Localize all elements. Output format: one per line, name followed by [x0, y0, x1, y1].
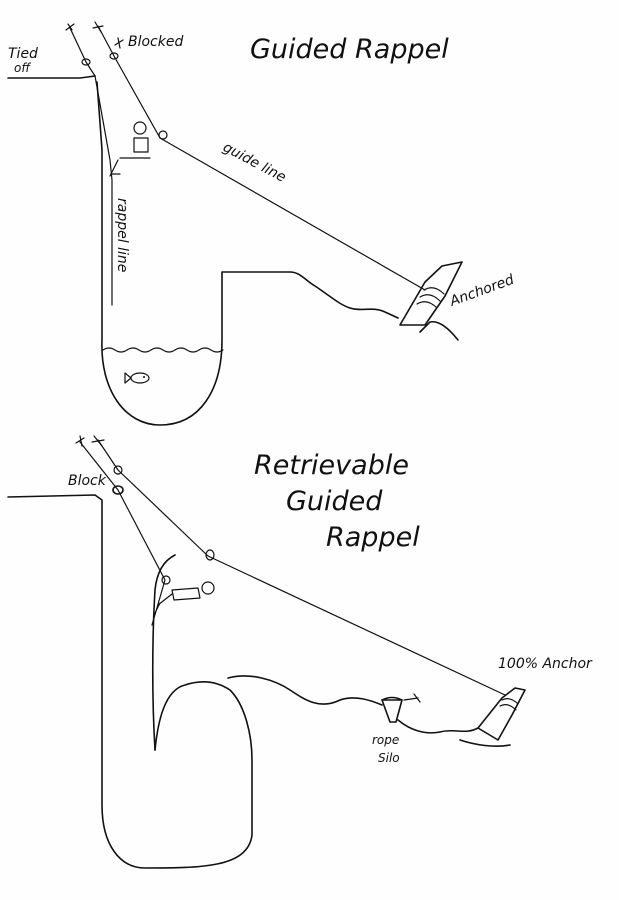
block-knot-bottom [112, 485, 124, 495]
anchored-label: Anchored [447, 272, 516, 310]
guided-rappel-title: Guided Rappel [250, 34, 449, 65]
canyon-ledge-right [227, 675, 511, 747]
blocked-label: Blocked [128, 34, 183, 50]
anchor-rock [399, 261, 463, 326]
canyon-wall-bottom [7, 494, 253, 869]
block-label: Block [68, 473, 107, 489]
rappeller-figure-top [109, 121, 151, 177]
rappeller-figure-bottom [153, 581, 215, 616]
rope-silo-label-1: rope [372, 733, 399, 747]
tie-off-knot [81, 58, 91, 66]
rappel-line-rope [94, 75, 113, 306]
guided-rappel-diagram: Guided Rappel T [7, 21, 516, 426]
tied-off-label-2: off [14, 61, 31, 75]
rope-down-left [79, 441, 166, 626]
block-knot [109, 52, 119, 60]
guide-line-bottom [207, 555, 506, 696]
silo-cord [403, 693, 421, 703]
fish-icon [124, 372, 150, 384]
retrievable-guided-rappel-diagram: Retrievable Guided Rappel Block 100% Anc… [7, 435, 593, 869]
canyon-floor-right [419, 320, 459, 341]
bottom-knots [75, 435, 105, 447]
guide-line-rope [159, 137, 426, 291]
rope-silo [381, 696, 403, 723]
retrievable-title-line3: Rappel [326, 522, 420, 553]
tied-off-label-1: Tied [8, 46, 38, 62]
top-knots [65, 21, 124, 49]
anchor-wraps [416, 287, 445, 309]
anchor-wraps-bottom [499, 698, 519, 711]
pulley-top-bottom [113, 465, 123, 475]
canyon-inner-wall [151, 554, 176, 751]
canyon-wall-top [7, 75, 399, 426]
guide-pulley-bottom [205, 549, 215, 561]
retrievable-title-line2: Guided [286, 486, 383, 517]
rope-to-guide [97, 439, 209, 557]
guide-pulley [158, 130, 168, 140]
rappel-pulley-bottom [161, 575, 171, 585]
anchor-label: 100% Anchor [498, 656, 593, 672]
rope-block [97, 25, 161, 139]
water-surface [102, 347, 224, 353]
retrievable-title-line1: Retrievable [254, 450, 409, 481]
rope-tie [69, 27, 96, 77]
anchor-rock-bottom [477, 687, 526, 741]
rappel-line-label: rappel line [114, 198, 130, 272]
rope-silo-label-2: Silo [378, 751, 400, 765]
